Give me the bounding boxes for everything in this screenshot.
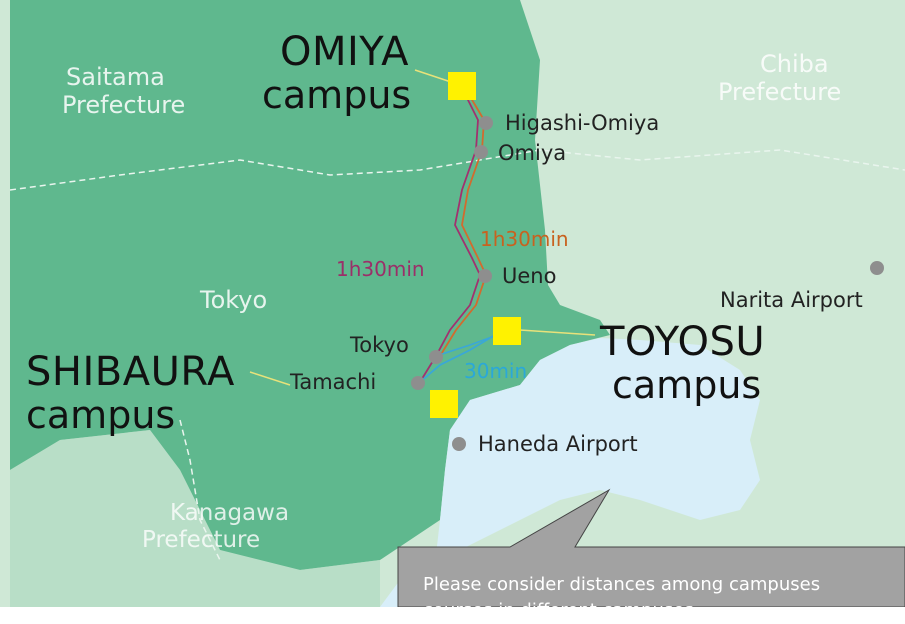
urban-area: [10, 0, 610, 570]
route-purple: [419, 87, 481, 383]
boundary-line: [9, 149, 905, 191]
campus-marker-toyosu: [493, 317, 521, 345]
station-dot-ueno: [478, 269, 492, 283]
station-label-haneda: Haneda Airport: [478, 432, 638, 456]
station-dot-omiya: [474, 145, 488, 159]
travel-time-omiya-shibaura: 1h30min: [336, 257, 425, 281]
connector-line: [249, 371, 291, 386]
station-label-narita: Narita Airport: [720, 288, 863, 312]
kanagawa-area: [10, 430, 380, 607]
station-label-higashi-omiya: Higashi-Omiya: [505, 111, 660, 135]
station-dot-haneda: [452, 437, 466, 451]
campus-label-shibaura: SHIBAURA campus: [26, 349, 235, 437]
travel-time-omiya-toyosu: 1h30min: [480, 227, 569, 251]
region-label-kanagawa: Kanagawa Prefecture: [142, 500, 290, 553]
campus-label-toyosu: TOYOSU campus: [600, 319, 766, 407]
region-label-saitama: Saitama Prefecture: [62, 63, 186, 119]
callout-line-2: courses in different campuses.: [423, 600, 700, 622]
callout-box: [397, 488, 905, 607]
boundary-line: [179, 419, 221, 561]
callout-text: Please consider distances among campuses…: [423, 572, 905, 624]
campus-label-omiya: OMIYA campus: [262, 29, 412, 117]
tokyo-bay: [380, 338, 760, 607]
map: [0, 0, 905, 607]
station-dot-narita: [870, 261, 884, 275]
callout-line-1: Please consider distances among campuses: [423, 574, 821, 595]
region-label-tokyo: Tokyo: [200, 286, 268, 314]
station-dot-tokyo: [429, 350, 443, 364]
connector-line: [519, 329, 596, 336]
route-orange: [439, 87, 487, 357]
station-label-tamachi: Tamachi: [290, 370, 377, 394]
travel-time-shibaura-toyosu: 30min: [464, 359, 528, 383]
route-blue: [435, 333, 501, 357]
station-label-tokyo: Tokyo: [350, 333, 409, 357]
campus-marker-shibaura: [430, 390, 458, 418]
region-label-chiba: Chiba Prefecture: [718, 50, 842, 106]
campus-marker-omiya: [448, 72, 476, 100]
station-dot-higashi-omiya: [479, 116, 493, 130]
station-label-omiya: Omiya: [498, 141, 567, 165]
station-dot-tamachi: [411, 376, 425, 390]
station-label-ueno: Ueno: [502, 264, 557, 288]
